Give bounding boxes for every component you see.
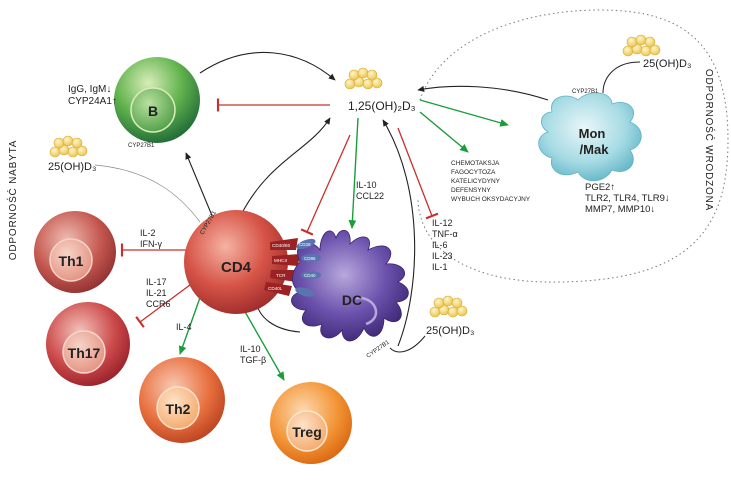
th17-cytokine-2: IL-21 — [146, 288, 167, 298]
cd4-cell-label: CD4 — [221, 259, 252, 276]
b-cell: B — [114, 57, 200, 143]
th1-cell-label: Th1 — [59, 253, 84, 269]
inhibit-cd4-to-th17 — [135, 281, 195, 328]
vitd-center-label: 1,25(OH)₂D₃ — [348, 99, 416, 113]
vitd-left-label: 25(OH)D₃ — [48, 161, 97, 173]
arrow-dc-to-vitd — [382, 119, 416, 347]
vitd-right-molecule — [622, 34, 661, 57]
monocyte-macrophage-cell: Mon /Mak — [538, 92, 642, 182]
receptor-3-label: TCR — [276, 273, 286, 278]
b-effect-1: IgG, IgM↓ — [68, 84, 111, 95]
mon-effect-1: CHEMOTAKSJA — [451, 160, 500, 167]
receptor-4-label: CD28 — [299, 242, 311, 247]
treg-cytokine-1: IL-10 — [240, 344, 261, 354]
receptor-2-label: MHCII — [274, 258, 287, 263]
dc-induced-1: IL-10 — [356, 180, 377, 190]
th1-cell: Th1 — [34, 211, 116, 293]
dc-cell-label: DC — [342, 292, 362, 308]
side-label-adaptive: ODPORNOŚĆ NABYTA — [6, 140, 19, 260]
vitd-bottom-label: 25(OH)D₃ — [426, 325, 475, 337]
cyp-dc-label: CYP27B1 — [366, 339, 392, 359]
th2-cell: Th2 — [139, 357, 225, 443]
vitd-left-molecule — [49, 135, 88, 158]
receptor-7-label: CD40L — [268, 286, 283, 291]
arrow-vitd-right-to-mon — [602, 61, 641, 94]
dc-inhibited-5: IL-1 — [432, 262, 448, 272]
dc-inhibited-2: TNF-α — [432, 229, 458, 239]
mon-marker-3: MMP7, MMP10↓ — [585, 204, 655, 215]
dc-inhibited-4: IL-23 — [432, 251, 453, 261]
th17-cytokine-3: CCR6 — [146, 299, 171, 309]
th2-cell-label: Th2 — [166, 401, 191, 417]
th1-cytokine-2: IFN-γ — [140, 239, 162, 249]
th1-cytokine-1: IL-2 — [140, 228, 156, 238]
arrow-cd4-to-treg — [243, 309, 285, 381]
th17-cytokine-1: IL-17 — [146, 277, 167, 287]
treg-cell-label: Treg — [292, 424, 322, 440]
arrow-cd4-to-b — [185, 152, 214, 219]
cd4-receptors: CD40/80 MHCII TCR CD40L — [264, 238, 300, 296]
arrow-vitd-to-mon-effects — [419, 111, 469, 153]
treg-cell: Treg — [270, 382, 352, 464]
dc-inhibited-3: IL-6 — [432, 240, 448, 250]
th17-cell: Th17 — [46, 302, 130, 386]
arrow-vitd-to-dc — [348, 117, 359, 229]
cyp-mon-label: CYP27B1 — [572, 89, 599, 95]
inhibit-vitd-to-dc-cytokines — [397, 127, 439, 220]
mon-cell-label-1: Mon — [579, 126, 606, 141]
arrow-cd4-to-vitd — [241, 117, 331, 214]
receptor-5-label: CD86 — [304, 256, 316, 261]
arrow-mon-to-vitd — [417, 85, 549, 101]
arrow-cd4-to-th2 — [178, 291, 203, 355]
treg-cytokine-2: TGF-β — [240, 355, 266, 365]
receptor-1-label: CD40/80 — [272, 243, 291, 248]
mon-effect-3: KATELICYDYNY — [451, 178, 501, 185]
cyp-b-label: CYP27B1 — [128, 143, 155, 149]
innate-region-outline — [417, 9, 729, 283]
dc-receptors: CD28 CD86 CD40 — [295, 238, 321, 297]
vitd-right-label: 25(OH)D₃ — [643, 58, 692, 70]
side-label-innate: ODPORNOŚĆ WRODZONA — [703, 69, 716, 211]
inhibit-vitd-to-cd4-receptors — [300, 134, 351, 236]
th17-cell-label: Th17 — [68, 345, 101, 361]
th2-cytokine: IL-4 — [176, 322, 192, 332]
receptor-6-label: CD40 — [304, 273, 316, 278]
dc-induced-2: CCL22 — [356, 191, 384, 201]
mon-marker-2: TLR2, TLR4, TLR9↓ — [585, 193, 670, 204]
mon-cell-label-2: /Mak — [580, 142, 610, 157]
dc-inhibited-1: IL-12 — [432, 218, 453, 228]
b-effect-2: CYP24A1↑ — [68, 96, 117, 107]
b-cell-label: B — [148, 103, 158, 119]
mon-marker-1: PGE2↑ — [585, 182, 615, 193]
arrow-vitd-bottom-to-dc — [389, 335, 426, 353]
arrow-vitd-to-mon — [419, 99, 509, 127]
arrow-b-to-vitd — [199, 51, 336, 81]
mon-effect-5: WYBUCH OKSYDACYJNY — [451, 196, 531, 203]
mon-effect-4: DEFENSYNY — [451, 187, 491, 194]
cd4-cell: CD4 — [184, 210, 288, 314]
line-vitd-left-to-cd4 — [94, 164, 201, 223]
mon-effect-2: FAGOCYTOZA — [451, 169, 496, 176]
vitd-bottom-molecule — [429, 295, 468, 318]
vitd-center-molecule — [344, 67, 383, 90]
